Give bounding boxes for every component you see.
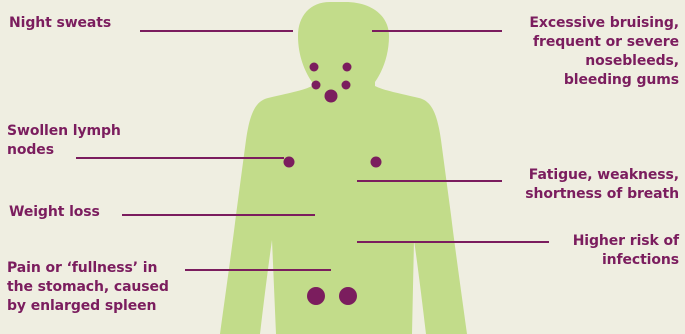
neck-node-marker bbox=[312, 81, 321, 90]
label-infections: Higher risk of infections bbox=[573, 232, 679, 270]
label-night-sweats: Night sweats bbox=[9, 14, 111, 33]
label-swollen-lymph-nodes: Swollen lymph nodes bbox=[7, 122, 121, 160]
label-spleen: Pain or ‘fullness’ in the stomach, cause… bbox=[7, 259, 169, 316]
neck-node-marker bbox=[343, 63, 352, 72]
spleen-marker bbox=[339, 287, 357, 305]
armpit-node-marker bbox=[284, 157, 295, 168]
spleen-marker bbox=[307, 287, 325, 305]
label-weight-loss: Weight loss bbox=[9, 203, 100, 222]
neck-node-marker bbox=[342, 81, 351, 90]
neck-node-marker bbox=[310, 63, 319, 72]
body-silhouette bbox=[220, 2, 467, 334]
label-bruising: Excessive bruising, frequent or severe n… bbox=[529, 14, 679, 90]
armpit-node-marker bbox=[371, 157, 382, 168]
throat-marker bbox=[325, 90, 338, 103]
label-fatigue: Fatigue, weakness, shortness of breath bbox=[525, 166, 679, 204]
